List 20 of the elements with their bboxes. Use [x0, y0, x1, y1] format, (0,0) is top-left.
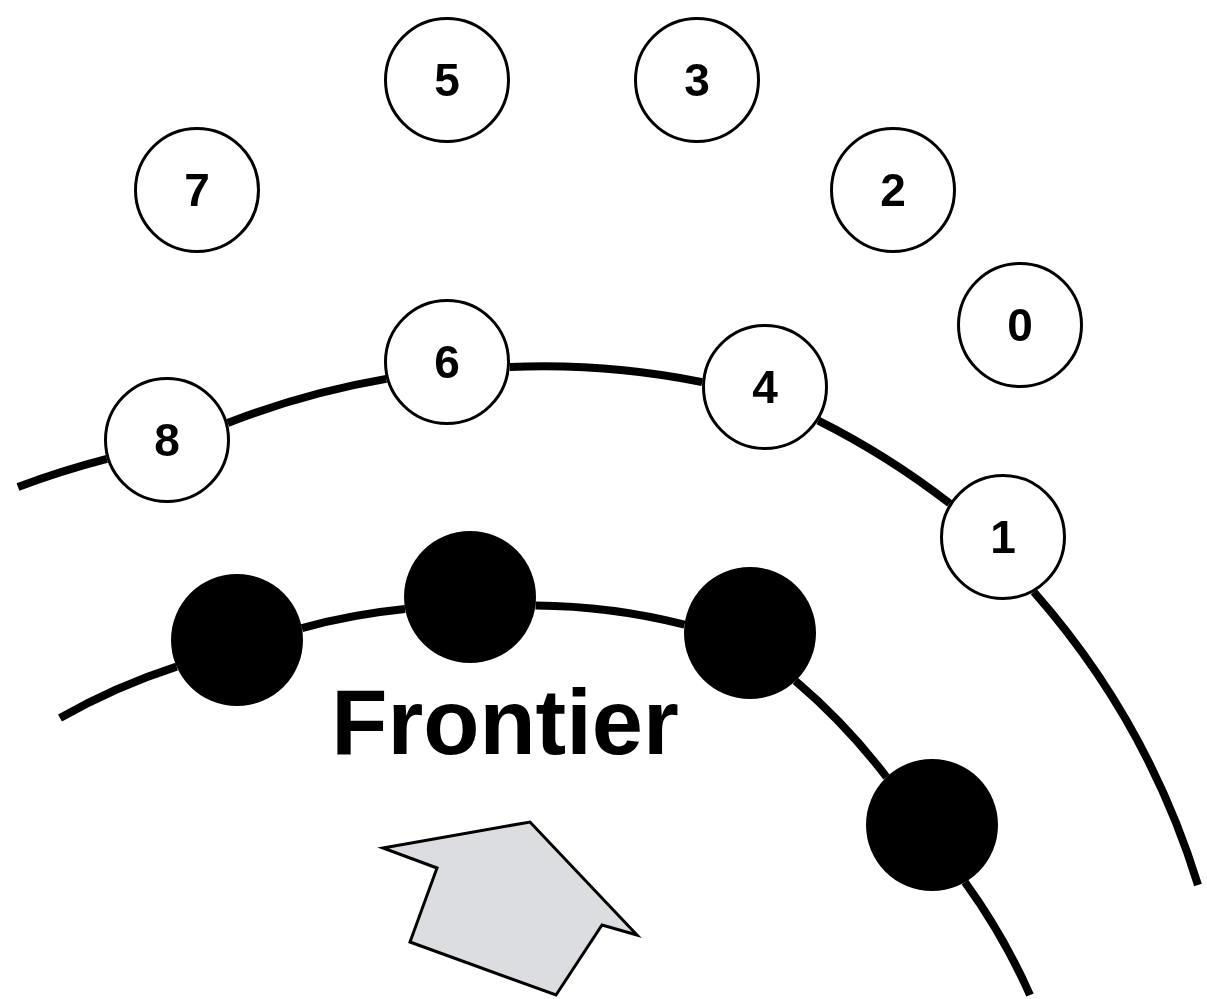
curved-line [226, 375, 388, 427]
curved-line [58, 662, 178, 722]
node-number: 4 [752, 364, 778, 410]
node-number: 0 [1007, 302, 1033, 348]
curved-line [16, 455, 108, 491]
curved-line [961, 879, 1034, 997]
node-number: 1 [990, 514, 1016, 560]
curved-line [535, 601, 686, 629]
node-number: 7 [184, 167, 210, 213]
frontier-label: Frontier [331, 676, 679, 768]
node-number: 2 [880, 167, 906, 213]
node-number: 5 [434, 57, 460, 103]
curved-line [1030, 589, 1202, 887]
curved-line [509, 362, 703, 386]
curved-line [300, 605, 406, 632]
curved-line [816, 417, 953, 507]
node-number: 6 [434, 339, 460, 385]
curved-line [792, 677, 890, 780]
node-number: 8 [154, 417, 180, 463]
node-number: 3 [684, 57, 710, 103]
